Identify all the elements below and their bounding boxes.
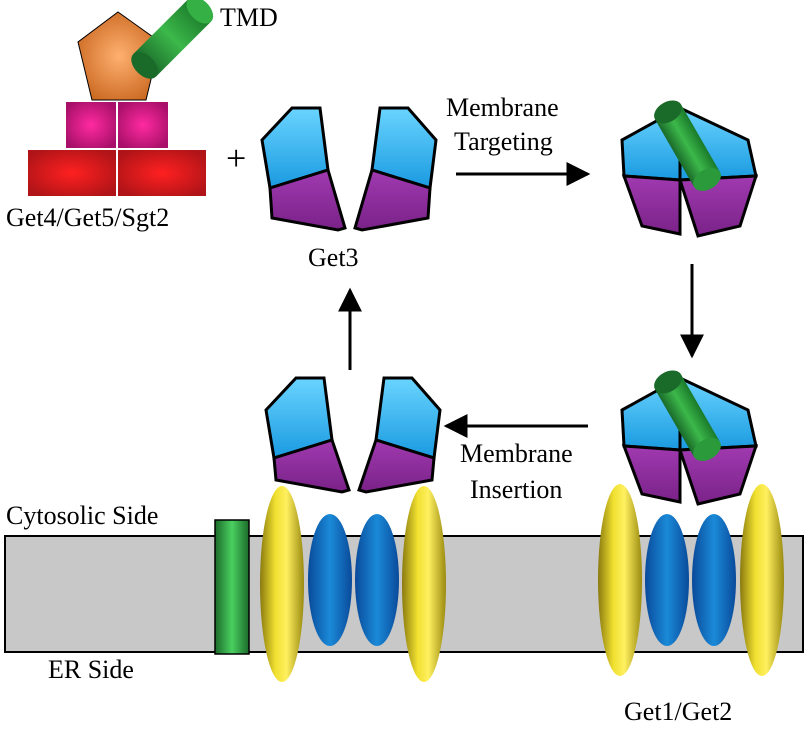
tmd-helix-in-membrane [214,519,250,655]
get4-get5-sgt2-complex [28,0,214,196]
er-side-label: ER Side [48,655,134,684]
get5-block-b [118,150,206,196]
get2-yellow-left-a [260,486,304,682]
plus-sign: + [226,138,246,178]
get1-blue-right-b [692,514,736,646]
get3-closed-docked [620,370,759,506]
get3-open-released [264,376,442,494]
targeting-label-line2: Targeting [454,127,553,156]
complex-label: Get4/Get5/Sgt2 [6,203,169,232]
get1-get2-complex-left [260,486,446,682]
tmd-label: TMD [220,3,278,32]
get3-label: Get3 [308,243,359,272]
get1-get2-complex-right [598,484,784,676]
insertion-label-line2: Insertion [470,475,562,504]
insertion-label-line1: Membrane [460,439,573,468]
cytosolic-side-label: Cytosolic Side [6,501,158,530]
get2-yellow-right-a [598,484,642,676]
get1-blue-left-b [355,514,399,646]
get5-block-a [28,150,116,196]
get3-closed-targeting [620,100,759,238]
get2-yellow-left-b [402,486,446,682]
get4-block-b [118,102,168,148]
targeting-label-line1: Membrane [446,93,559,122]
get1-get2-label: Get1/Get2 [624,697,732,726]
get4-block-a [66,102,116,148]
get1-blue-left-a [308,514,352,646]
get3-open-top-shape [260,106,438,232]
get1-blue-right-a [645,514,689,646]
get2-yellow-right-b [740,484,784,676]
tmd-cylinder [131,0,214,79]
